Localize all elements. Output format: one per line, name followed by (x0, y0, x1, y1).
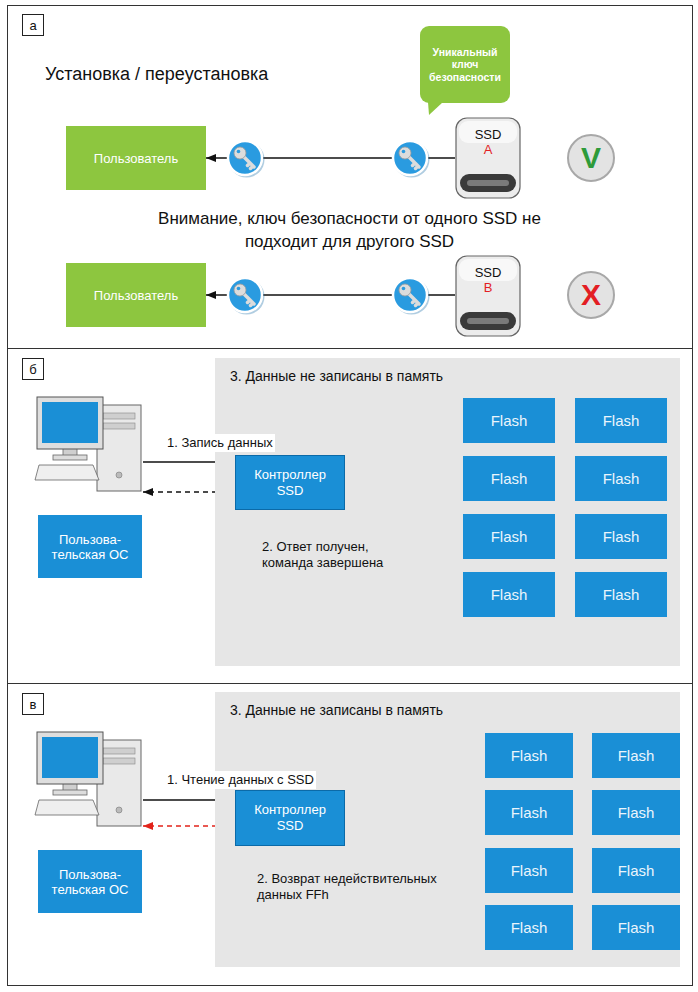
status-circle-text: X (581, 278, 601, 312)
flash-chip: Flash (485, 848, 573, 893)
drive-label: SSD (475, 266, 502, 281)
arrow-label: 2. Ответ получен, команда завершена (260, 538, 414, 573)
flash-chip-text: Flash (618, 804, 655, 821)
flash-chip-text: Flash (618, 862, 655, 879)
drive-letter: B (484, 281, 493, 296)
ssd-slot (460, 312, 516, 330)
flash-chip-text: Flash (618, 919, 655, 936)
callout-bubble-text: Уникальный ключ безопасности (423, 46, 507, 82)
flash-chip-text: Flash (603, 528, 640, 545)
panel-tag: б (22, 358, 44, 380)
flash-chip: Flash (463, 398, 555, 443)
callout-bubble: Уникальный ключ безопасности (420, 26, 510, 103)
flash-chip-text: Flash (511, 862, 548, 879)
status-circle-shape (568, 272, 614, 318)
memory-region-text: 3. Данные не записаны в память (230, 702, 680, 718)
memory-region: 3. Данные не записаны в памятьКонтроллер… (215, 358, 680, 666)
controller-box-text: Контроллер SSD (240, 467, 340, 498)
user-os-box-text: Пользова- тельская ОС (38, 515, 142, 578)
flash-chip: Flash (485, 790, 573, 835)
flash-chip-text: Flash (603, 470, 640, 487)
flash-chip: Flash (592, 905, 680, 950)
panel-tag-text: а (29, 18, 36, 33)
flash-chip: Flash (592, 733, 680, 778)
controller-box: Контроллер SSD (235, 790, 345, 846)
flash-chip-text: Flash (491, 470, 528, 487)
panel-tag: а (22, 14, 44, 36)
ssd-slot-inner (467, 180, 509, 186)
ssd-slot (460, 174, 516, 192)
bubble-tail (428, 102, 444, 116)
memory-region-text: 3. Данные не записаны в память (230, 368, 680, 384)
flash-chip: Flash (463, 514, 555, 559)
user-os-box: Пользова- тельская ОС (35, 395, 143, 578)
user-box-text: Пользователь (94, 151, 178, 166)
panel-tag: в (22, 693, 44, 715)
flash-chip-text: Flash (603, 412, 640, 429)
bubble-tail-shape (428, 102, 443, 115)
flash-chip: Flash (575, 514, 667, 559)
flash-chip: Flash (592, 848, 680, 893)
flash-chip: Flash (575, 572, 667, 617)
warning-note: Внимание, ключ безопасности от одного SS… (148, 208, 551, 254)
ssd-drive: SSDB (455, 255, 521, 337)
flash-chip-text: Flash (511, 919, 548, 936)
ssd-drive: SSDA (455, 117, 521, 199)
flash-chip: Flash (485, 733, 573, 778)
user-box-text: Пользователь (94, 288, 178, 303)
user-box: Пользователь (66, 263, 206, 327)
status-circle: X (566, 270, 616, 320)
flash-chip-text: Flash (618, 747, 655, 764)
drive-label: SSD (475, 128, 502, 143)
flash-chip: Flash (463, 572, 555, 617)
status-circle-text: V (581, 141, 601, 175)
status-circle-shape (568, 135, 614, 181)
ssd-highlight (459, 121, 517, 143)
flash-chip-text: Flash (491, 586, 528, 603)
flash-chip-text: Flash (603, 586, 640, 603)
memory-region: 3. Данные не записаны в памятьКонтроллер… (215, 692, 680, 967)
flash-chip: Flash (463, 456, 555, 501)
flash-chip: Flash (485, 905, 573, 950)
section-heading: Установка / переустановка (45, 62, 268, 86)
ssd-body (456, 118, 520, 198)
flash-chip-text: Flash (491, 412, 528, 429)
user-os-box-text: Пользова- тельская ОС (38, 850, 142, 913)
panel-tag-text: б (29, 362, 36, 377)
ssd-highlight (459, 259, 517, 281)
controller-box: Контроллер SSD (235, 455, 345, 510)
drive-letter: A (484, 143, 493, 158)
user-os-box: Пользова- тельская ОС (35, 730, 143, 913)
flash-chip: Flash (592, 790, 680, 835)
arrow-label: 2. Возврат недействительных данных FFh (255, 870, 459, 905)
ssd-body (456, 256, 520, 336)
panel-tag-text: в (30, 697, 37, 712)
arrow-label: 1. Чтение данных с SSD (165, 771, 316, 789)
user-box: Пользователь (66, 126, 206, 190)
controller-box-text: Контроллер SSD (240, 802, 340, 833)
status-circle: V (566, 133, 616, 183)
flash-chip-text: Flash (491, 528, 528, 545)
flash-chip: Flash (575, 456, 667, 501)
arrow-label: 1. Запись данных (165, 434, 275, 452)
flash-chip: Flash (575, 398, 667, 443)
ssd-slot-inner (467, 318, 509, 324)
flash-chip-text: Flash (511, 747, 548, 764)
flash-chip-text: Flash (511, 804, 548, 821)
